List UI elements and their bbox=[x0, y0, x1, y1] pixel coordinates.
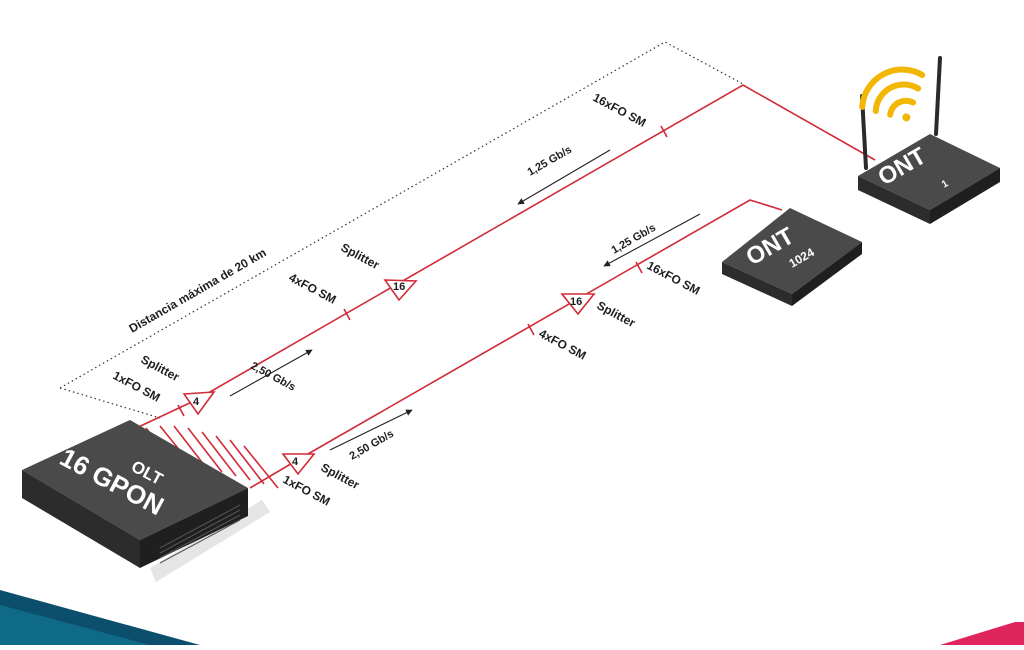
rate-label: 2,50 Gb/s bbox=[249, 360, 298, 394]
svg-text:4: 4 bbox=[292, 456, 299, 468]
rate-label: 2,50 Gb/s bbox=[348, 428, 396, 463]
fiber-label: 1xFO SM bbox=[281, 472, 333, 508]
arrow-icon bbox=[229, 349, 313, 397]
arrow-icon bbox=[603, 213, 701, 267]
arrow-icon bbox=[517, 149, 611, 205]
lower-fiber-path bbox=[249, 199, 783, 489]
rate-label: 1,25 Gb/s bbox=[526, 144, 574, 179]
fiber-tick bbox=[527, 323, 535, 336]
fiber-label: 4xFO SM bbox=[537, 326, 589, 362]
svg-text:16: 16 bbox=[570, 296, 582, 308]
distance-boundary bbox=[59, 41, 746, 389]
splitter-label: Splitter bbox=[339, 240, 382, 272]
upper-fiber-path bbox=[131, 84, 876, 431]
svg-text:4: 4 bbox=[193, 396, 200, 408]
distance-label: Distancia máxima de 20 km bbox=[127, 245, 269, 335]
fiber-tick bbox=[343, 308, 351, 321]
fiber-label: 16xFO SM bbox=[591, 90, 649, 130]
antenna-icon bbox=[934, 56, 942, 136]
fiber-label: 16xFO SM bbox=[645, 258, 703, 298]
corner-magenta-shape bbox=[940, 622, 1024, 645]
fiber-tick bbox=[660, 125, 668, 138]
fiber-tick bbox=[635, 261, 643, 274]
fiber-label: 4xFO SM bbox=[287, 270, 339, 306]
rate-label: 1,25 Gb/s bbox=[610, 222, 658, 257]
ont-top-number: 1 bbox=[940, 178, 951, 191]
fiber-tick bbox=[177, 404, 185, 417]
splitter-icon: 16 bbox=[383, 279, 418, 302]
svg-text:16: 16 bbox=[393, 281, 405, 293]
splitter-icon: 4 bbox=[281, 453, 316, 476]
wifi-icon bbox=[859, 66, 926, 122]
splitter-label: Splitter bbox=[139, 352, 182, 384]
ont-bottom-device: ONT 1024 bbox=[722, 208, 862, 306]
corner-teal-shape-light bbox=[0, 605, 150, 645]
olt-device: OLT 16 GPON bbox=[22, 420, 270, 582]
ont-top-device: ONT 1 bbox=[858, 56, 1000, 224]
splitter-icon: 16 bbox=[560, 293, 596, 316]
splitter-icon: 4 bbox=[182, 391, 216, 416]
fiber-label: 1xFO SM bbox=[111, 368, 163, 404]
arrow-icon bbox=[329, 409, 413, 451]
splitter-label: Splitter bbox=[595, 298, 638, 330]
splitter-label: Splitter bbox=[319, 460, 362, 492]
